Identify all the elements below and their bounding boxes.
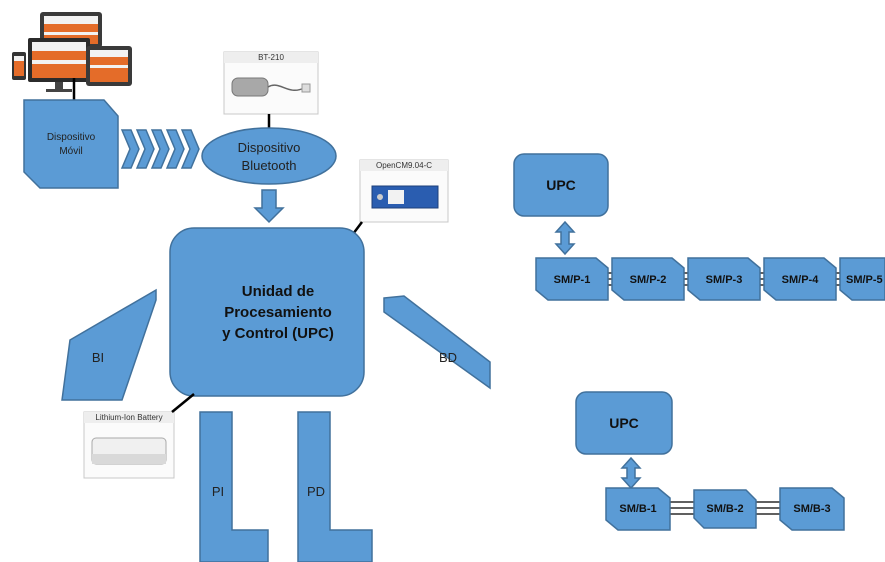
bluetooth-label-2: Bluetooth [242,158,297,173]
arm-module-2-label: SM/P-2 [630,274,667,286]
leg-module-2 [693,489,757,529]
bd-label: BD [439,350,457,365]
arm-module-5 [839,257,885,301]
leg-upc-label: UPC [609,415,639,431]
bluetooth-to-upc-arrow [253,189,285,224]
leg-module-2-label: SM/B-2 [706,503,743,515]
battery-connector [171,393,195,413]
arm-module-3-label: SM/P-3 [706,274,743,286]
arm-module-5-label: SM/P-5 [846,274,883,286]
pi-leg-shape [199,411,269,562]
pd-label: PD [307,484,325,499]
mobile-device-shape [23,99,119,189]
leg-upc-shape [575,391,673,455]
leg-module-3 [779,487,845,531]
upc-label-3: y Control (UPC) [222,325,334,342]
leg-module-3-label: SM/B-3 [793,503,830,515]
pd-leg-shape [297,411,373,562]
bt210-card: BT-210 [223,51,319,115]
bi-arm-shape [61,288,157,401]
opencm-card: OpenCM9.04-C [359,159,449,223]
leg-connectors [670,501,780,515]
upc-main-shape [169,227,365,397]
arm-upc-label: UPC [546,177,576,193]
arm-upc-shape [513,153,609,217]
arm-updown-arrow [554,220,576,256]
mobile-device-label-2: Móvil [59,146,82,157]
arm-module-2 [611,257,685,301]
bd-arm-shape [383,295,491,390]
arm-module-1-label: SM/P-1 [554,274,591,286]
leg-module-1-label: SM/B-1 [619,503,656,515]
bi-label: BI [92,350,104,365]
leg-module-1 [605,487,671,531]
upc-label-1: Unidad de [242,283,315,300]
arm-module-1 [535,257,609,301]
wireless-chevrons [120,129,200,169]
upc-label-2: Procesamiento [224,304,332,321]
arm-module-3 [687,257,761,301]
arm-module-4 [763,257,837,301]
bt210-label: BT-210 [258,53,284,62]
opencm-label: OpenCM9.04-C [376,161,432,170]
bluetooth-device-shape [201,127,337,185]
battery-label: Lithium-Ion Battery [95,413,162,422]
devices-illustration [12,12,132,92]
battery-card: Lithium-Ion Battery [83,411,175,479]
bluetooth-label-1: Dispositivo [238,140,301,155]
pi-label: PI [212,484,224,499]
leg-updown-arrow [620,456,642,490]
arm-module-4-label: SM/P-4 [782,274,820,286]
mobile-device-label-1: Dispositivo [47,132,96,143]
